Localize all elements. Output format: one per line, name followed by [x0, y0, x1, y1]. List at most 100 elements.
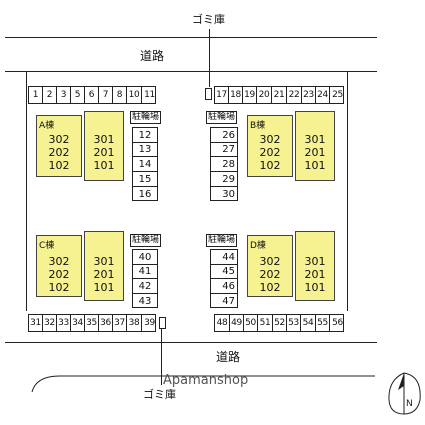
parking-space: 21: [272, 87, 287, 103]
bike-parking-label-a: 駐輪場: [130, 111, 162, 124]
building-a-left: A棟 302 202 102: [36, 115, 82, 177]
bike-parking-label-d: 駐輪場: [206, 234, 238, 247]
bike-space: 45: [211, 265, 237, 279]
bike-space: 15: [133, 172, 157, 187]
unit-number: 102: [48, 159, 70, 172]
parking-space: 35: [85, 315, 99, 331]
parking-space: 10: [127, 87, 142, 103]
site-top-boundary: [5, 71, 377, 72]
road-curb-line: [31, 375, 375, 393]
garbage-pointer-bottom: [161, 329, 162, 385]
unit-number: 202: [259, 268, 281, 281]
building-c-right: 301 201 101: [84, 231, 124, 301]
bike-space: 28: [211, 157, 237, 172]
unit-number: 101: [304, 159, 326, 172]
garbage-pointer-top: [209, 29, 210, 87]
parking-space: 7: [99, 87, 113, 103]
garbage-label-bottom: ゴミ庫: [143, 388, 176, 401]
site-bottom-boundary: [5, 342, 377, 343]
building-d-left: D棟 302 202 102: [247, 235, 293, 297]
unit-number: 301: [304, 133, 326, 146]
bike-parking-b: 26 27 28 29 30: [210, 127, 238, 201]
parking-space: 36: [99, 315, 113, 331]
parking-space: 24: [316, 87, 330, 103]
bike-parking-label-b: 駐輪場: [206, 111, 238, 124]
parking-space: 38: [127, 315, 142, 331]
building-b-right: 301 201 101: [295, 111, 335, 181]
site-right-boundary: [347, 71, 348, 311]
road-bottom-curb: [31, 375, 375, 393]
parking-space: 56: [332, 317, 343, 328]
parking-space: 53: [287, 315, 301, 331]
bottom-parking-left: 31 32 33 34 35 36 37 38 39: [28, 314, 156, 332]
unit-number: 301: [93, 255, 115, 268]
bike-space: 14: [133, 157, 157, 172]
garbage-box-top: [205, 88, 212, 100]
bike-space: 16: [138, 189, 152, 200]
top-parking-right: 17 18 19 20 21 22 23 24 25: [214, 86, 344, 104]
parking-space: 49: [230, 315, 244, 331]
parking-space: 39: [144, 317, 155, 328]
garbage-box-bottom: [159, 317, 166, 329]
parking-space: 17: [215, 87, 229, 103]
parking-space: 22: [287, 87, 302, 103]
parking-space: 18: [229, 87, 243, 103]
bike-space: 42: [133, 279, 157, 294]
unit-number: 302: [259, 133, 281, 146]
parking-space: 55: [316, 315, 330, 331]
bike-space: 44: [211, 250, 237, 265]
bike-space: 47: [222, 296, 235, 307]
parking-space: 37: [113, 315, 127, 331]
unit-number: 302: [48, 133, 70, 146]
unit-number: 202: [259, 146, 281, 159]
top-parking-left: 1 2 3 5 6 7 8 10 11: [28, 86, 156, 104]
unit-number: 301: [304, 255, 326, 268]
bike-parking-d: 44 45 46 47: [210, 249, 238, 308]
parking-space: 31: [29, 315, 43, 331]
parking-space: 1: [29, 87, 43, 103]
road-top-edge: [5, 37, 377, 38]
bike-space: 27: [211, 143, 237, 157]
parking-space: 25: [332, 89, 343, 100]
bike-space: 40: [133, 250, 157, 265]
bike-parking-a: 12 13 14 15 16: [132, 127, 158, 201]
road-label-top: 道路: [140, 49, 165, 63]
parking-space: 11: [144, 89, 155, 100]
bike-space: 12: [133, 128, 157, 143]
parking-space: 5: [71, 87, 85, 103]
unit-number: 102: [48, 281, 70, 294]
building-c-name: C棟: [39, 241, 55, 251]
bike-parking-label-c: 駐輪場: [130, 234, 162, 247]
building-a-right: 301 201 101: [84, 111, 124, 181]
unit-number: 302: [48, 255, 70, 268]
unit-number: 201: [93, 268, 115, 281]
bike-space: 41: [133, 265, 157, 279]
watermark: Apamanshop: [163, 373, 249, 388]
bike-parking-c: 40 41 42 43: [132, 249, 158, 308]
building-d-right: 301 201 101: [295, 231, 335, 301]
parking-space: 50: [244, 315, 258, 331]
parking-space: 48: [215, 315, 230, 331]
north-arrow-icon: N: [388, 372, 421, 415]
parking-space: 23: [302, 87, 316, 103]
parking-space: 2: [43, 87, 57, 103]
unit-number: 201: [304, 146, 326, 159]
road-label-bottom: 道路: [216, 350, 241, 364]
parking-space: 6: [85, 87, 99, 103]
bike-space: 29: [211, 172, 237, 187]
parking-space: 54: [301, 315, 316, 331]
building-d-name: D棟: [250, 241, 266, 251]
building-b-left: B棟 302 202 102: [247, 115, 293, 177]
unit-number: 101: [93, 159, 115, 172]
parking-space: 34: [71, 315, 85, 331]
svg-text:N: N: [406, 399, 413, 409]
unit-number: 202: [48, 146, 70, 159]
unit-number: 101: [93, 281, 115, 294]
unit-number: 201: [304, 268, 326, 281]
parking-space: 32: [43, 315, 57, 331]
unit-number: 102: [259, 159, 281, 172]
parking-space: 20: [257, 87, 272, 103]
garbage-label-top: ゴミ庫: [192, 13, 225, 26]
unit-number: 302: [259, 255, 281, 268]
bike-space: 13: [133, 143, 157, 157]
